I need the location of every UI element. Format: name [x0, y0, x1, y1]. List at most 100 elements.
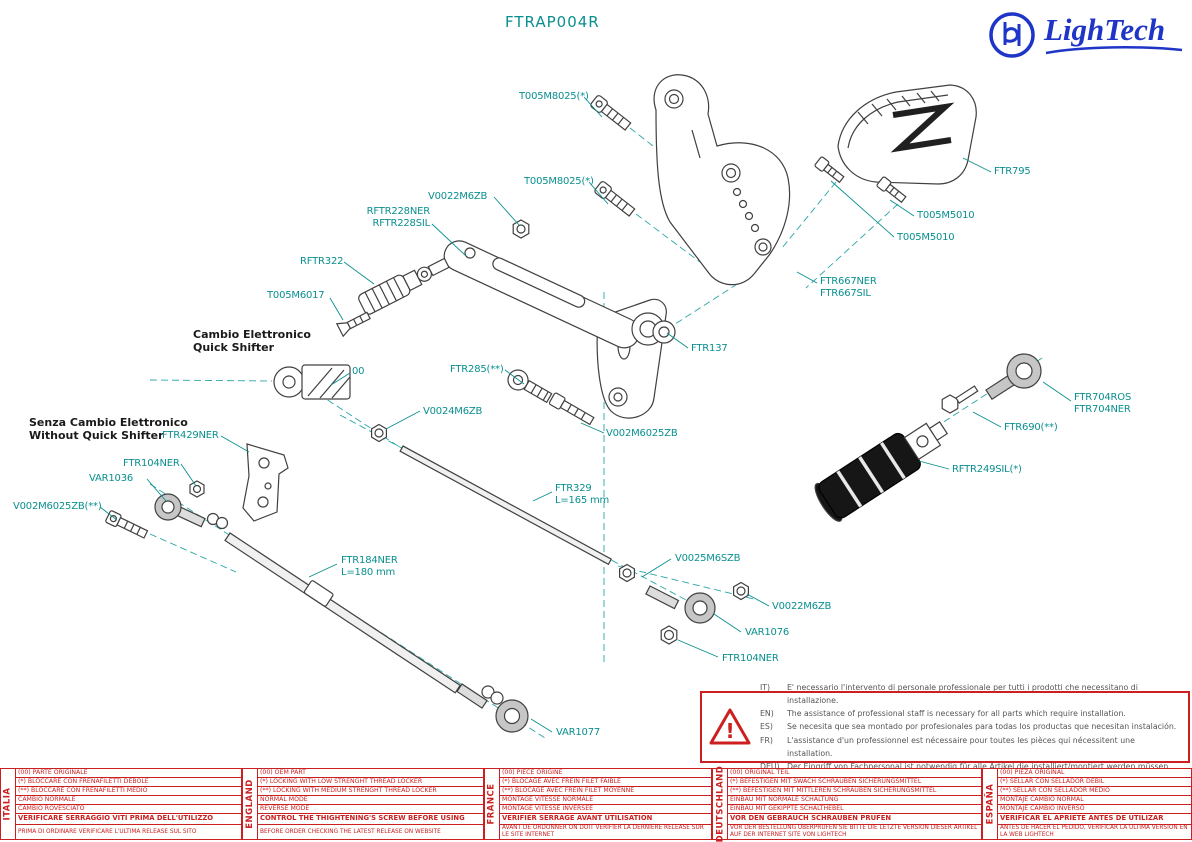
- main-bracket-drawing: [653, 74, 791, 286]
- part-label-t005m6017: T005M6017: [267, 290, 325, 301]
- part-label-t005m8025-1: T005M8025(*): [519, 91, 589, 102]
- bolt-ftr690-drawing: [941, 385, 979, 414]
- part-label-ftr104ner-left: FTR104NER: [123, 458, 180, 469]
- legend-row: PRIMA DI ORDINARE VERIFICARE L'ULTIMA RE…: [18, 828, 197, 835]
- legend-country-espana: ESPAÑA: [983, 769, 998, 839]
- part-label-ftr184ner: FTR184NER L=180 mm: [341, 555, 398, 578]
- legend-table-espana: ESPAÑA (00) PIEZA ORIGINAL (*) SELLAR CO…: [982, 768, 1192, 840]
- part-label-ftr104ner-bottom: FTR104NER: [722, 653, 779, 664]
- screw-v002m6025zb-right-drawing: [548, 392, 595, 426]
- screw-t005m8025-1-drawing: [590, 95, 632, 131]
- shift-arm-drawing: [443, 240, 676, 349]
- part-label-ftr667: FTR667NER FTR667SIL: [820, 276, 877, 299]
- part-label-rftr322: RFTR322: [300, 256, 344, 267]
- rod-end-var1076-drawing: [645, 585, 716, 624]
- legend-row: VOR DEN GEBRAUCH SCHRAUBEN PRÜFEN: [728, 814, 981, 825]
- legend-row: (*) LOCKING WITH LOW STRENGHT THREAD LOC…: [258, 778, 483, 787]
- warning-line-it: IT)E' necessario l'intervento di persona…: [760, 682, 1138, 705]
- legend-row: BEFORE ORDER CHECKING THE LATEST RELEASE…: [260, 828, 441, 835]
- part-label-ftr690: FTR690(**): [1004, 422, 1058, 433]
- legend-table-england: ENGLAND (00) OEM PART (*) LOCKING WITH L…: [242, 768, 484, 840]
- legend-row: (00) PIEZA ORIGINAL: [998, 769, 1191, 778]
- legend-row: EINBAU MIT GEKIPPTE SCHALTHEBEL: [728, 805, 981, 814]
- legend-table-deutschland: DEUTSCHLAND (00) ORIGINAL TEIL (*) BEFES…: [712, 766, 982, 842]
- legend-row: REVERSE MODE: [258, 805, 483, 814]
- label-oem-ref: 00: [352, 366, 365, 377]
- part-label-v0022m6zb-top: V0022M6ZB: [428, 191, 488, 202]
- legend-row: EINBAU MIT NORMALE SCHALTUNG: [728, 796, 981, 805]
- legend-row: (00) ORIGINAL TEIL: [728, 769, 981, 778]
- screw-t005m5010-1-drawing: [814, 156, 845, 184]
- screw-t005m6017-drawing: [335, 311, 371, 338]
- legend-row: VERIFICAR EL APRIETE ANTES DE UTILIZAR: [998, 814, 1191, 825]
- legend-row: (**) BLOCCARE CON FRENAFILETTI MEDIO: [16, 787, 241, 796]
- warning-line-es: ES)Se necesita que sea montado por profe…: [760, 722, 1177, 732]
- legend-row: MONTAGE VITESSE NORMALE: [500, 796, 711, 805]
- legend-row: MONTAJE CAMBIO INVERSO: [998, 805, 1191, 814]
- installation-warning-box: ! IT)E' necessario l'intervento di perso…: [700, 683, 1190, 771]
- legend-row: ANTES DE HACER EL PEDIDO, VERIFICAR LA U…: [1000, 825, 1188, 838]
- nut-v0025m6szb-drawing: [618, 563, 636, 583]
- legend-table-france: FRANCE (00) PIECE ORIGINE (*) BLOCAGE AV…: [484, 768, 712, 840]
- rod-ftr184-drawing: [224, 532, 461, 694]
- part-label-ftr429ner: FTR429NER: [162, 430, 219, 441]
- legend-row: VERIFICARE SERRAGGIO VITI PRIMA DELL'UTI…: [16, 814, 241, 825]
- footpeg-drawing: [358, 257, 450, 315]
- warning-triangle-icon: !: [709, 708, 751, 745]
- legend-row: (*) SELLAR CON SELLADOR DEBIL: [998, 778, 1191, 787]
- part-label-ftr329: FTR329 L=165 mm: [555, 483, 610, 506]
- part-label-v0024m6zb: V0024M6ZB: [423, 406, 483, 417]
- part-label-t005m5010-2: T005M5010: [897, 232, 955, 243]
- part-label-ftr285: FTR285(**): [450, 364, 504, 375]
- part-label-v0025m6szb: V0025M6SZB: [675, 553, 741, 564]
- rod-end-var1036-drawing: [154, 493, 229, 530]
- part-label-ftr137: FTR137: [691, 343, 728, 354]
- heel-plate-drawing: [837, 84, 977, 185]
- legend-row: (00) PARTE ORIGINALE: [16, 769, 241, 778]
- logo-underline: [1045, 46, 1183, 55]
- part-label-var1036: VAR1036: [89, 473, 134, 484]
- nut-v0022m6zb-top-drawing: [512, 219, 530, 239]
- legend-row: NORMAL MODE: [258, 796, 483, 805]
- screw-ftr285-drawing: [507, 369, 553, 404]
- part-label-v002m6025zb-left: V002M6025ZB(**): [13, 501, 102, 512]
- nut-v0024m6zb-drawing: [371, 423, 387, 443]
- nut-ftr104ner-left-drawing: [189, 480, 205, 498]
- part-label-ftr795: FTR795: [994, 166, 1031, 177]
- lightech-wordmark: LighTech: [1044, 12, 1166, 47]
- part-label-v0022m6zb-bottom: V0022M6ZB: [772, 601, 832, 612]
- legend-row: VOR DER BESTELLUNG ÜBERPRÜFEN SIE BITTE …: [730, 825, 978, 838]
- rod-end-ftr704-drawing: [985, 353, 1042, 401]
- legend-tables: ITALIA (00) PARTE ORIGINALE (*) BLOCCARE…: [0, 766, 1192, 842]
- legend-country-england: ENGLAND: [243, 769, 258, 839]
- leader-lines: [99, 96, 1072, 733]
- warning-line-fr: FR)L'assistance d'un professionnel est n…: [760, 735, 1135, 758]
- screw-t005m5010-2-drawing: [876, 176, 907, 204]
- parts-linework: [105, 74, 1042, 733]
- nut-ftr104ner-bottom-drawing: [660, 625, 678, 645]
- warning-line-en: EN)The assistance of professional staff …: [760, 709, 1126, 719]
- legend-row: (**) LOCKING WITH MEDIUM STRENGHT THREAD…: [258, 787, 483, 796]
- screw-t005m8025-2-drawing: [594, 181, 636, 217]
- legend-table-italia: ITALIA (00) PARTE ORIGINALE (*) BLOCCARE…: [0, 768, 242, 840]
- legend-row: (**) SELLAR CON SELLADOR MEDIO: [998, 787, 1191, 796]
- note-quick-shifter: Cambio Elettronico Quick Shifter: [193, 328, 311, 354]
- nut-v0022m6zb-bottom-drawing: [732, 581, 750, 601]
- warning-line-deu: DEU)Der Eingriff von Fachpersonal ist no…: [760, 762, 1171, 772]
- legend-row: VERIFIER SERRAGE AVANT UTILISATION: [500, 814, 711, 825]
- legend-row: (*) BEFESTIGEN MIT SWACH SCHRAUBEN SICHE…: [728, 778, 981, 787]
- lightech-emblem-icon: [989, 12, 1035, 58]
- legend-row: CAMBIO NORMALE: [16, 796, 241, 805]
- legend-row: (00) OEM PART: [258, 769, 483, 778]
- lightech-logo: LighTech: [985, 8, 1184, 62]
- centerlines: [149, 127, 1043, 739]
- part-label-t005m8025-2: T005M8025(*): [524, 176, 594, 187]
- part-label-rftr228: RFTR228NER RFTR228SIL: [366, 206, 431, 229]
- part-label-t005m5010-1: T005M5010: [917, 210, 975, 221]
- legend-row: (*) BLOCAGE AVEC FREIN FILET FAIBLE: [500, 778, 711, 787]
- rod-end-var1077-drawing: [456, 683, 529, 733]
- svg-text:!: !: [725, 719, 734, 743]
- warning-text: IT)E' necessario l'intervento di persona…: [760, 681, 1182, 773]
- quick-shifter-drawing: [273, 364, 351, 400]
